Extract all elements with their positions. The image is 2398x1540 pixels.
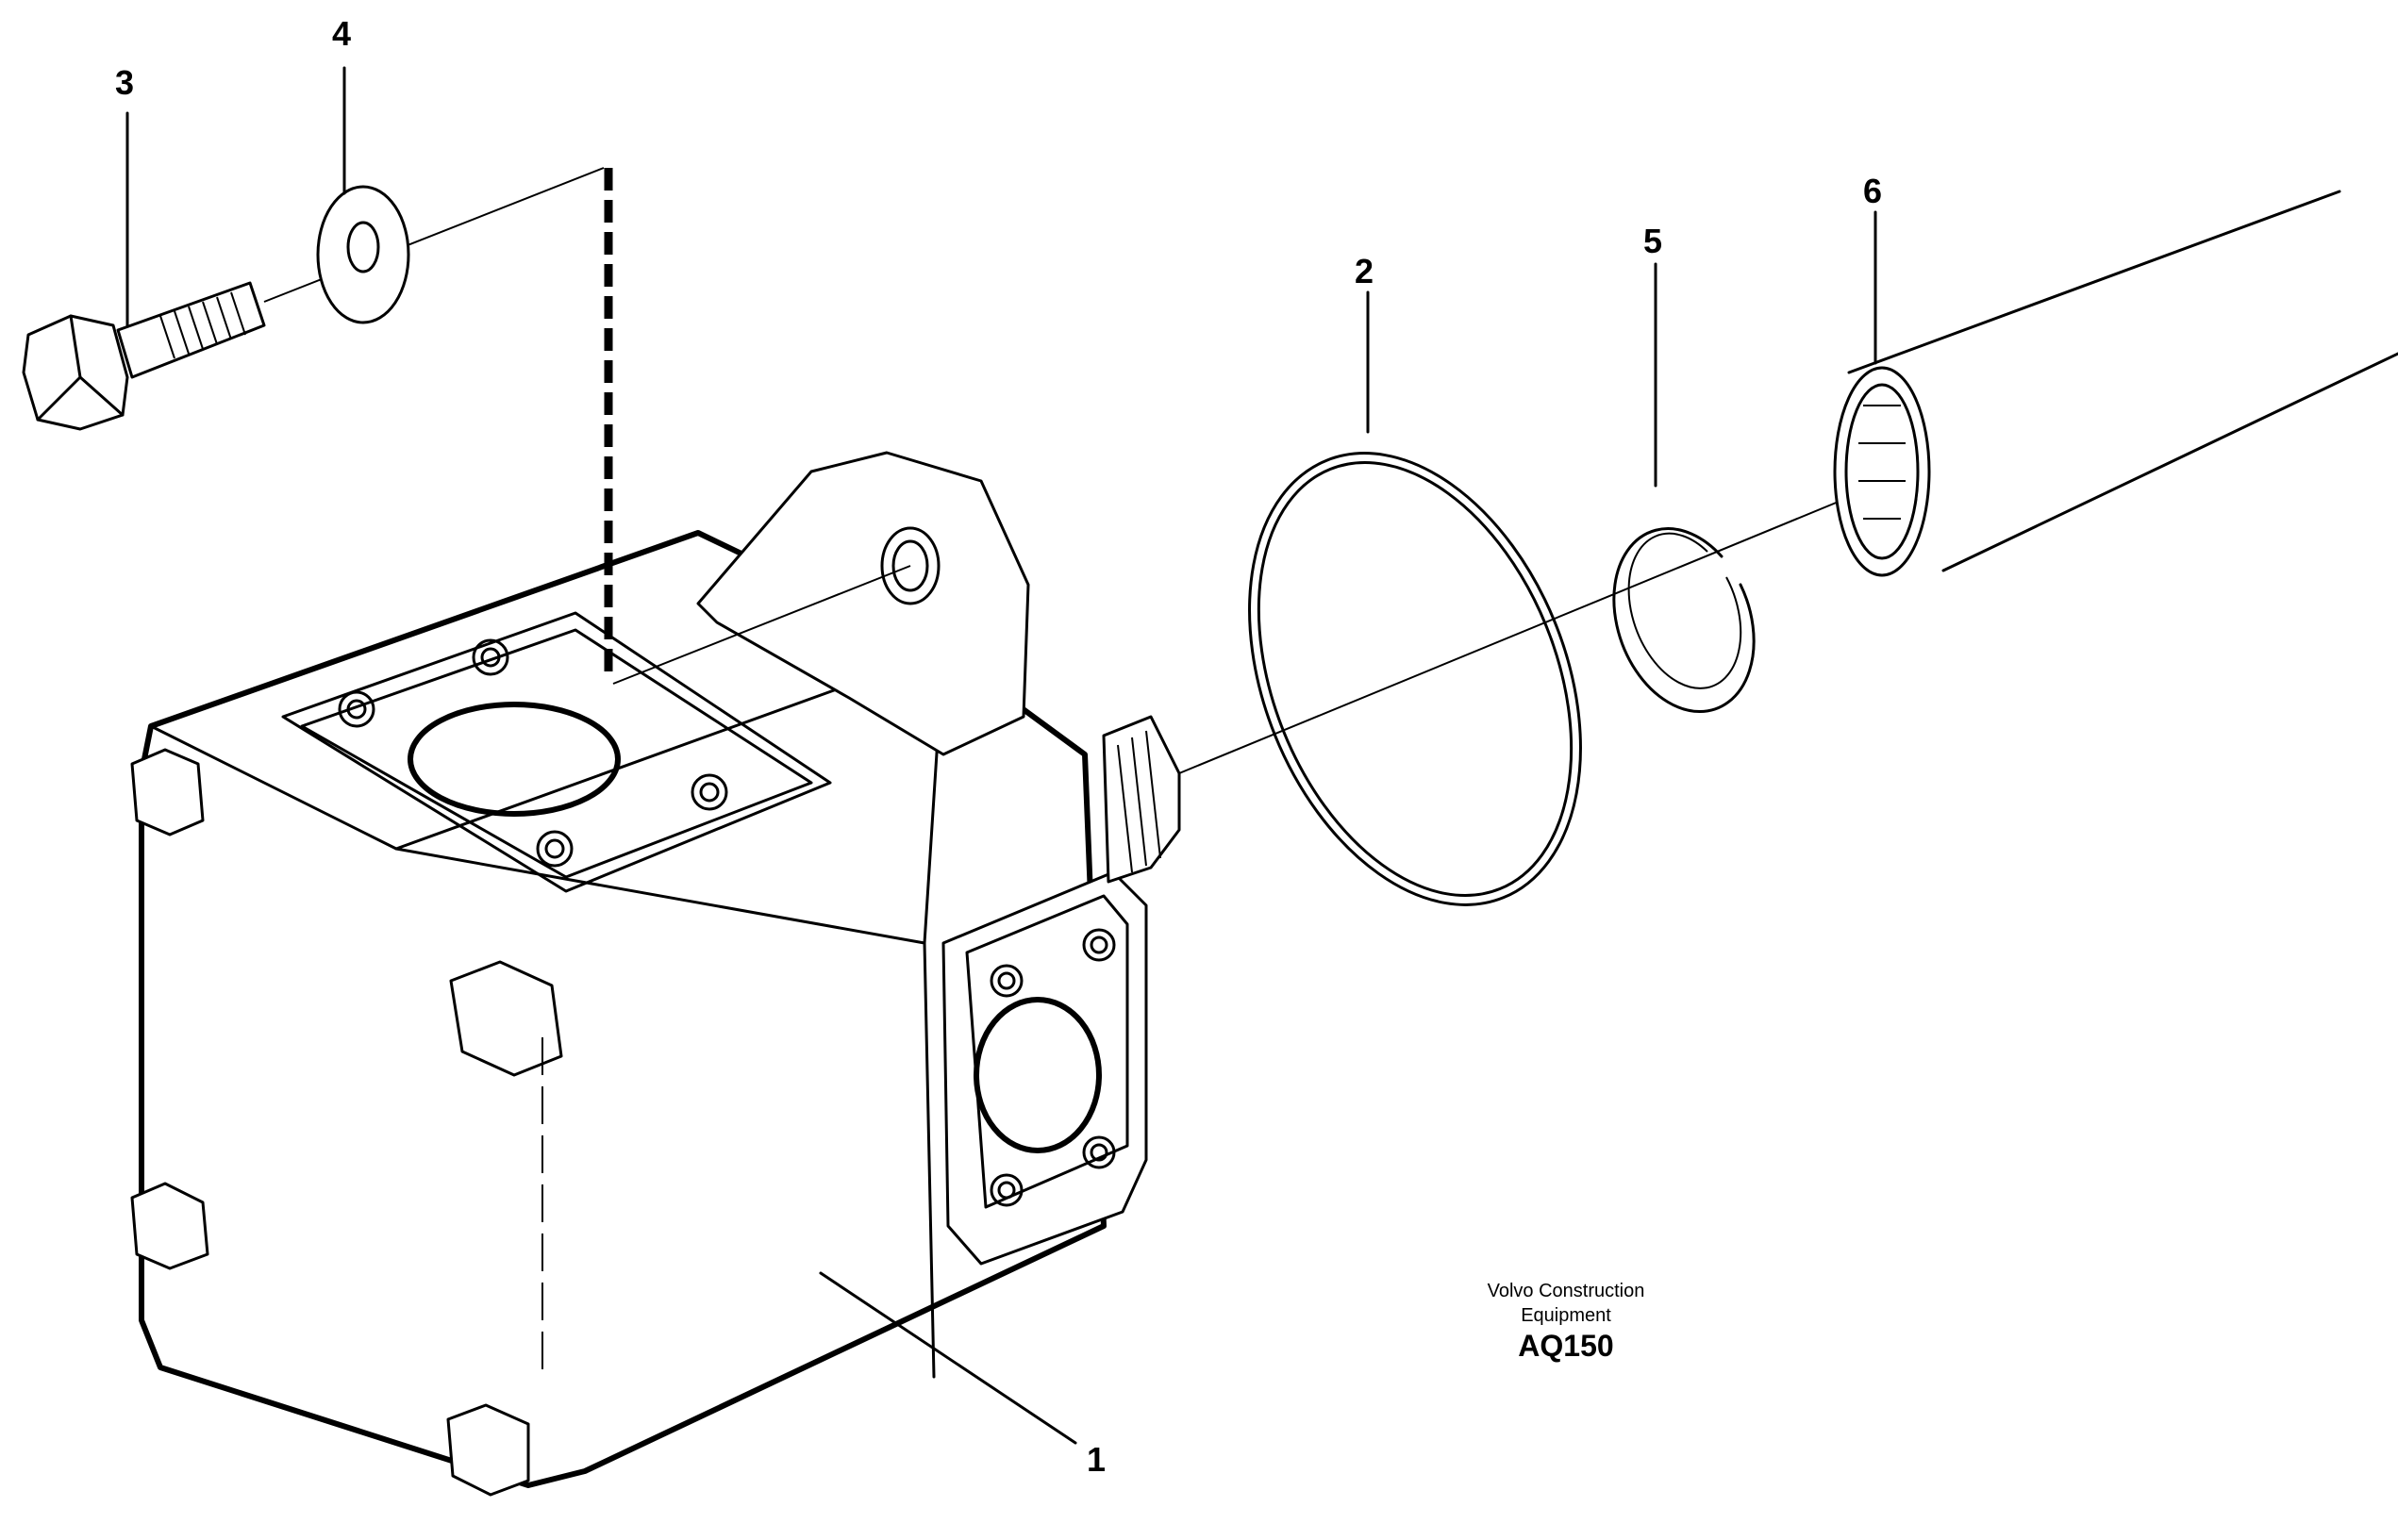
caption-code: AQ150 [1518,1329,1613,1363]
callout-4: 4 [332,14,351,53]
washer-part-4 [316,66,410,324]
caption-block: Volvo Construction Equipment AQ150 [1488,1281,1645,1363]
circlip-part-5 [1612,262,1756,713]
assembly-axis-lines [263,167,1878,774]
callout-1: 1 [1087,1440,1106,1479]
pump-body-part-1 [130,451,1181,1497]
callout-5: 5 [1643,222,1662,260]
caption-division: Equipment [1521,1305,1611,1326]
splined-tube-part-6 [1833,190,2398,577]
callout-labels: 1 2 3 4 5 6 [115,14,1882,1479]
caption-company: Volvo Construction [1488,1281,1645,1301]
callout-2: 2 [1355,252,1374,290]
o-ring-part-2 [1248,290,1582,906]
hex-bolt-part-3 [22,111,266,431]
callout-6: 6 [1863,172,1882,210]
callout-3: 3 [115,63,134,102]
